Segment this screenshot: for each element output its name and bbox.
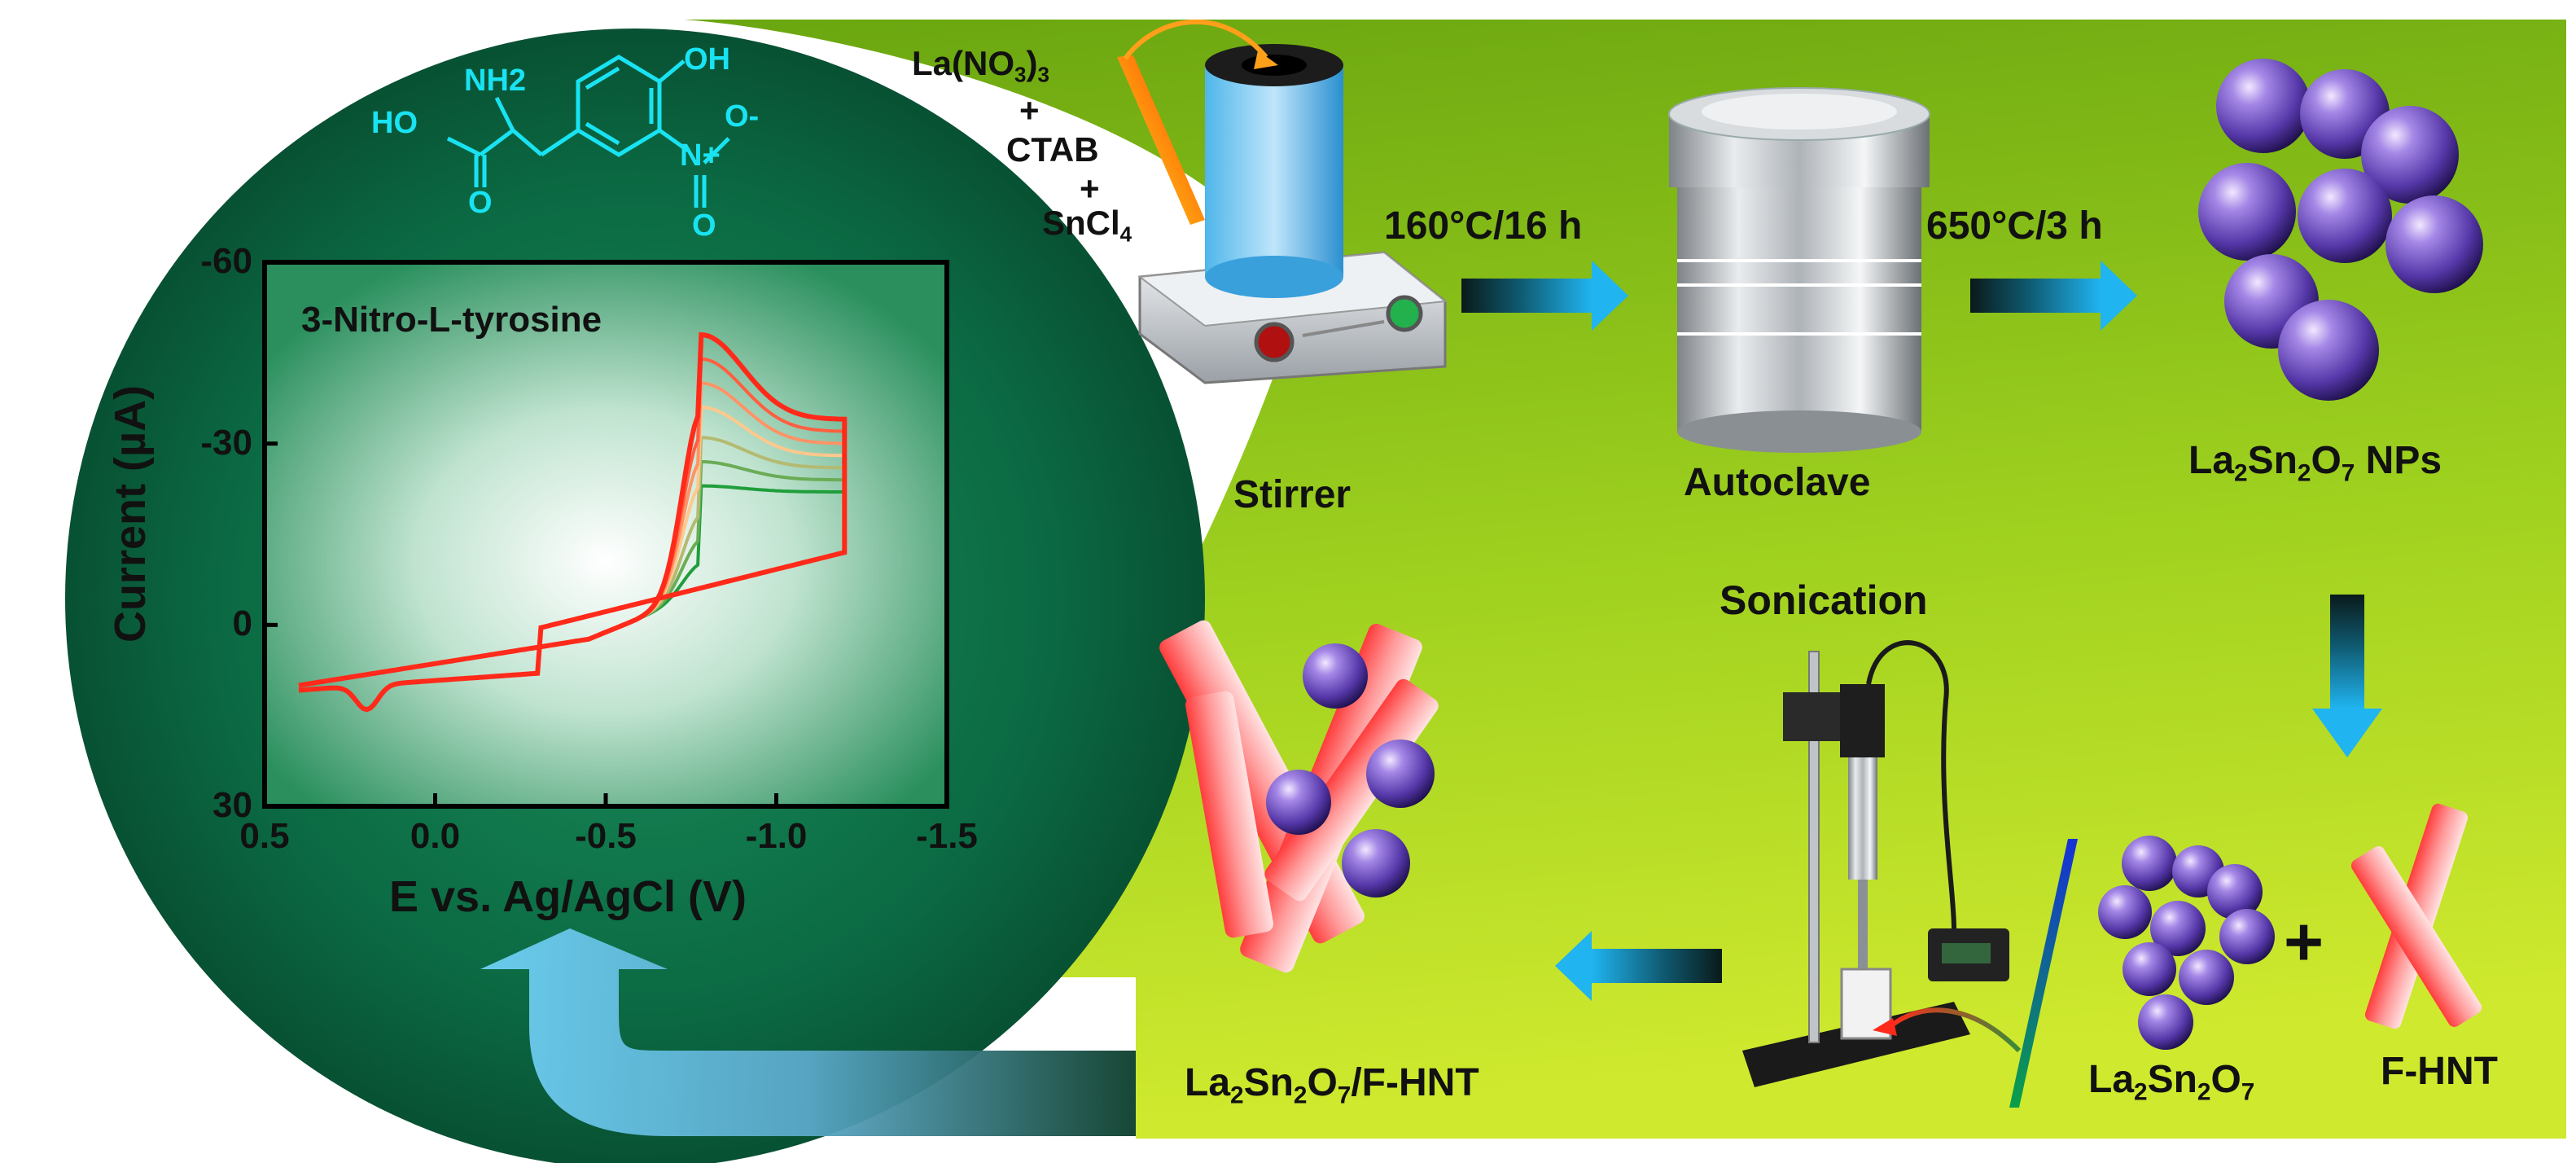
la2sn2o7-label: La2Sn2O7 bbox=[2088, 1058, 2255, 1106]
y-tick-label: 30 bbox=[212, 785, 252, 825]
molecule-oh: OH bbox=[684, 42, 730, 77]
np-small-sphere bbox=[2122, 836, 2177, 891]
arrow-step2 bbox=[1970, 261, 2137, 331]
composite-sphere bbox=[1366, 739, 1435, 808]
np-sphere bbox=[2198, 163, 2296, 261]
np-small-sphere bbox=[2207, 864, 2263, 919]
nanoparticle-cluster bbox=[2198, 59, 2483, 401]
cv-tick-marks bbox=[262, 260, 949, 809]
chart-xlabel: E vs. Ag/AgCl (V) bbox=[389, 872, 747, 921]
plot-area bbox=[262, 260, 949, 809]
x-tick-label: 0.5 bbox=[239, 816, 290, 856]
chart-ylabel: Current (µA) bbox=[106, 384, 155, 643]
sonicator-illustration bbox=[1742, 640, 2022, 1087]
np-small-sphere bbox=[2150, 901, 2206, 956]
composite-sphere bbox=[1303, 643, 1368, 709]
y-tick-label: -60 bbox=[200, 241, 252, 281]
reagent-plus-2: + bbox=[1080, 169, 1100, 208]
np-sphere bbox=[2216, 59, 2311, 153]
autoclave-illustration bbox=[1668, 87, 1930, 453]
np-sphere bbox=[2278, 300, 2379, 401]
la2sn2o7-small-cluster bbox=[2098, 836, 2275, 1050]
molecule-ho: HO bbox=[371, 106, 418, 140]
stirrer-illustration bbox=[1117, 20, 1448, 384]
fhnt-illustration bbox=[2350, 803, 2482, 1029]
molecule-nh2: NH2 bbox=[464, 64, 527, 98]
molecule-o-nitro: O bbox=[692, 208, 716, 243]
np-small-sphere bbox=[2123, 942, 2176, 996]
reagent-ctab: CTAB bbox=[1006, 130, 1099, 169]
np-small-sphere bbox=[2179, 950, 2234, 1005]
x-tick-label: 0.0 bbox=[410, 816, 461, 856]
plus-sign: + bbox=[2284, 903, 2324, 980]
np-sphere bbox=[2361, 106, 2459, 204]
arrow-down bbox=[2312, 595, 2382, 757]
arrow-left bbox=[1555, 931, 1722, 1001]
np-sphere bbox=[2298, 169, 2392, 263]
np-sphere bbox=[2385, 195, 2483, 293]
y-tick-label: 0 bbox=[232, 603, 252, 644]
molecule-n-plus: N+ bbox=[680, 138, 721, 173]
np-small-sphere bbox=[2098, 885, 2152, 939]
arrow-step1 bbox=[1461, 261, 1628, 331]
step2-condition: 650°C/3 h bbox=[1926, 204, 2103, 248]
stirrer-label: Stirrer bbox=[1233, 473, 1352, 516]
np-small-sphere bbox=[2138, 994, 2193, 1050]
molecule-bonds bbox=[446, 55, 730, 208]
x-tick-label: -1.5 bbox=[916, 816, 978, 856]
composite-sphere bbox=[1266, 770, 1331, 835]
sonication-label: Sonication bbox=[1720, 577, 1928, 623]
composite-illustration bbox=[1159, 620, 1439, 973]
chart-title: 3-Nitro-L-tyrosine bbox=[301, 300, 602, 340]
cv-series-7 bbox=[298, 331, 848, 713]
np-small-sphere bbox=[2219, 909, 2275, 964]
separator-slash bbox=[2009, 839, 2078, 1108]
molecule-o-carbonyl: O bbox=[468, 186, 493, 220]
y-tick-label: -30 bbox=[200, 422, 252, 463]
step1-condition: 160°C/16 h bbox=[1384, 204, 1583, 248]
composite-sphere bbox=[1342, 829, 1410, 897]
x-tick-label: -0.5 bbox=[575, 816, 637, 856]
composite-label: La2Sn2O7/F-HNT bbox=[1185, 1061, 1479, 1109]
reagent-la-nitrate: La(NO3)3 bbox=[912, 44, 1049, 87]
autoclave-label: Autoclave bbox=[1684, 461, 1871, 504]
reagent-plus-1: + bbox=[1019, 91, 1040, 129]
cv-curves bbox=[298, 331, 848, 713]
reagent-sncl4: SnCl4 bbox=[1042, 204, 1132, 247]
molecule-o-minus: O- bbox=[725, 99, 760, 134]
x-tick-label: -1.0 bbox=[745, 816, 808, 856]
fhnt-label: F-HNT bbox=[2381, 1050, 2498, 1093]
return-arrow bbox=[480, 928, 1136, 1136]
nps-label: La2Sn2O7 NPs bbox=[2188, 439, 2442, 487]
